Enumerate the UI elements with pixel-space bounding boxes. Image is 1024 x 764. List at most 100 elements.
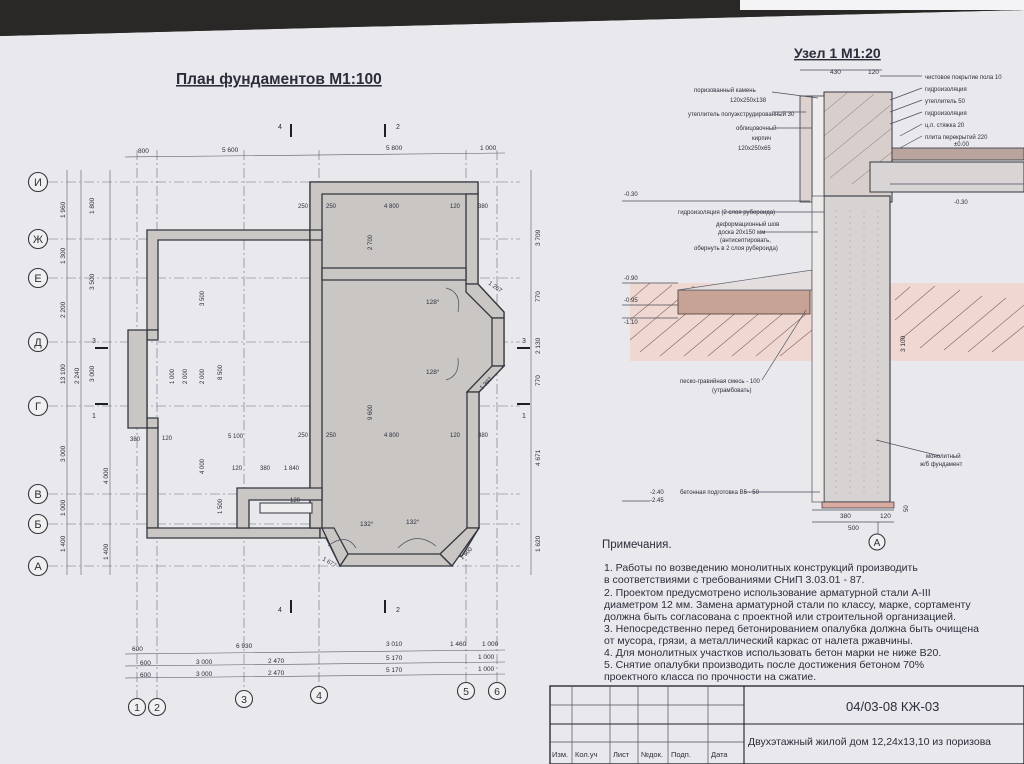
- inner-dim-22: 2 000: [183, 368, 189, 384]
- bottom-dim-1-4: 1 460: [450, 641, 467, 648]
- node-label-12: песко-гравийная смесь - 100: [680, 378, 761, 385]
- inner-dim-6: 120: [162, 436, 173, 442]
- plan-left-dimensions: 1 960 1 300 2 200 2 240 3 000 1 000 1 40…: [60, 197, 110, 560]
- node-level-6: -1.10: [624, 320, 638, 326]
- bottom-dim-3-2: 3 000: [196, 671, 213, 678]
- inner-dim-17: 120: [290, 498, 301, 504]
- note-line-3: 2. Проектом предусмотрено использование …: [604, 587, 931, 599]
- inner-dim-8: 250: [298, 433, 309, 439]
- node-bottom-dim-3: 500: [848, 525, 859, 532]
- right-dim-2: 770: [535, 291, 542, 302]
- bottom-dim-3-4: 5 170: [386, 667, 403, 674]
- note-line-4: диаметром 12 мм. Замена арматурной стали…: [604, 599, 971, 611]
- bottom-dim-2-4: 5 170: [386, 655, 403, 662]
- bottom-dim-3-5: 1 000: [478, 666, 495, 673]
- section-mark-3: 3: [92, 338, 96, 345]
- stamp-col-kol: Кол.уч: [575, 750, 598, 759]
- axis-label-V: В: [34, 489, 41, 501]
- axis-label-3: 3: [241, 694, 247, 706]
- bottom-dim-1-2: 6 930: [236, 643, 253, 650]
- inner-dim-20: 9 600: [368, 404, 374, 420]
- stamp-project: Двухэтажный жилой дом 12,24х13,10 из пор…: [748, 736, 991, 748]
- node-label-3: утеплитель полуэкструдированный 30: [688, 111, 795, 118]
- left-dim-1-6: 1 000: [60, 499, 67, 516]
- top-dim-2: 5 600: [222, 147, 239, 154]
- right-dim-1: 3 709: [535, 229, 542, 246]
- left-dim-2-3: 3 000: [89, 365, 96, 382]
- inner-dim-7: 5 100: [228, 434, 244, 440]
- axis-label-E: Е: [34, 273, 41, 285]
- node-height-dim: 3 100: [900, 335, 907, 352]
- node-axis-mark: А: [874, 538, 881, 549]
- plan-dimension-lines: [66, 152, 532, 679]
- axis-label-I: И: [34, 177, 42, 189]
- angle-1: 128°: [426, 298, 440, 306]
- notes-block: Примечания. 1. Работы по возведению моно…: [602, 539, 979, 683]
- axis-label-4: 4: [316, 690, 322, 702]
- bottom-dim-3-3: 2 470: [268, 670, 285, 677]
- inner-dim-5: 380: [478, 204, 489, 210]
- notes-heading: Примечания.: [602, 539, 672, 551]
- note-line-5: должна быть согласована с проектной или …: [604, 611, 956, 623]
- node-title: Узел 1 М1:20: [794, 45, 881, 61]
- bottom-dim-1-5: 1 000: [482, 641, 499, 648]
- node-bottom-dim-1: 380: [840, 513, 851, 520]
- plan-title: План фундаментов М1:100: [176, 71, 382, 88]
- note-line-2: в соответствиями с требованиями СНиП 3.0…: [604, 574, 864, 586]
- inner-dim-9: 250: [326, 433, 337, 439]
- title-block: 04/03-08 КЖ-03 Изм. Кол.уч Лист №док. По…: [549, 685, 1024, 764]
- note-line-9: 5. Снятие опалубки производить после дос…: [604, 659, 924, 671]
- node-label-5: кирпич: [752, 136, 771, 142]
- node-layer-6: плита перекрытий 220: [925, 134, 988, 141]
- right-dim-5: 4 671: [535, 449, 542, 466]
- node-detail-drawing: [622, 69, 1024, 551]
- axis-label-2: 2: [154, 702, 160, 714]
- node-top-dim-2: 120: [868, 69, 879, 76]
- node-label-1: поризованный камень: [694, 87, 756, 94]
- node-layer-4: гидроизоляция: [925, 111, 967, 117]
- row-axis-bubbles: И Ж Е Д Г В Б А: [27, 171, 49, 577]
- inner-dim-4: 120: [450, 204, 461, 210]
- bottom-dim-3-1: 600: [140, 672, 151, 679]
- axis-label-5: 5: [463, 686, 469, 698]
- node-label-10: (антисептировать,: [720, 238, 771, 244]
- node-level-8: -2.45: [650, 498, 664, 504]
- note-line-6: 3. Непосредственно перед бетонированием …: [604, 623, 979, 635]
- inner-dim-25: 2 700: [368, 234, 374, 250]
- bottom-dim-1-3: 3 010: [386, 641, 403, 648]
- left-dim-1-4: 2 240: [74, 367, 81, 384]
- right-dim-4: 770: [535, 375, 542, 386]
- node-top-dim-1: 430: [830, 69, 841, 76]
- bottom-dim-2-3: 2 470: [268, 658, 285, 665]
- section-mark-4: 1: [92, 413, 96, 420]
- note-line-7: от мусора, грязи, а металлический каркас…: [604, 635, 913, 647]
- node-right-label-2: ж/б фундамент: [920, 462, 963, 468]
- inner-dim-11: 120: [450, 433, 461, 439]
- node-label-13: (утрамбовать): [712, 388, 751, 394]
- inner-dim-3: 4 800: [384, 204, 400, 210]
- node-label-8: деформационный шов: [716, 221, 779, 228]
- plan-angle-marks: 128° 128° 132° 132°: [327, 287, 460, 549]
- inner-dim-14: 120: [232, 466, 243, 472]
- stamp-col-izm: Изм.: [552, 750, 568, 759]
- inner-dim-10: 4 800: [384, 433, 400, 439]
- inner-dim-2: 250: [326, 204, 337, 210]
- plan-bottom-dimensions: 600 6 930 3 010 1 460 1 000 600 3 000 2 …: [132, 641, 499, 679]
- inner-dim-13: 380: [130, 437, 141, 443]
- stamp-code: 04/03-08 КЖ-03: [846, 699, 939, 714]
- top-dim-3: 5 800: [386, 145, 403, 152]
- inner-dim-1: 250: [298, 204, 309, 210]
- inner-dim-26: 1 500: [218, 498, 224, 514]
- plan-top-dimensions: 800 5 600 5 800 1 000: [138, 145, 497, 155]
- node-level-7: -2.40: [650, 490, 664, 496]
- node-level-3: -0.30: [954, 200, 968, 206]
- bottom-dim-2-1: 600: [140, 660, 151, 667]
- node-level-4: -0.90: [624, 276, 638, 282]
- left-dim-1-5: 3 000: [60, 445, 67, 462]
- node-layer-3: утеплитель 50: [925, 99, 966, 105]
- right-dim-3: 2 130: [535, 337, 542, 354]
- bottom-dim-2-5: 1 000: [478, 654, 495, 661]
- node-layer-5: ц.п. стяжка 20: [925, 123, 965, 129]
- node-label-9: доска 20x150 мм: [718, 230, 765, 236]
- node-label-7: гидроизоляция (2 слоя рубероида): [678, 210, 775, 216]
